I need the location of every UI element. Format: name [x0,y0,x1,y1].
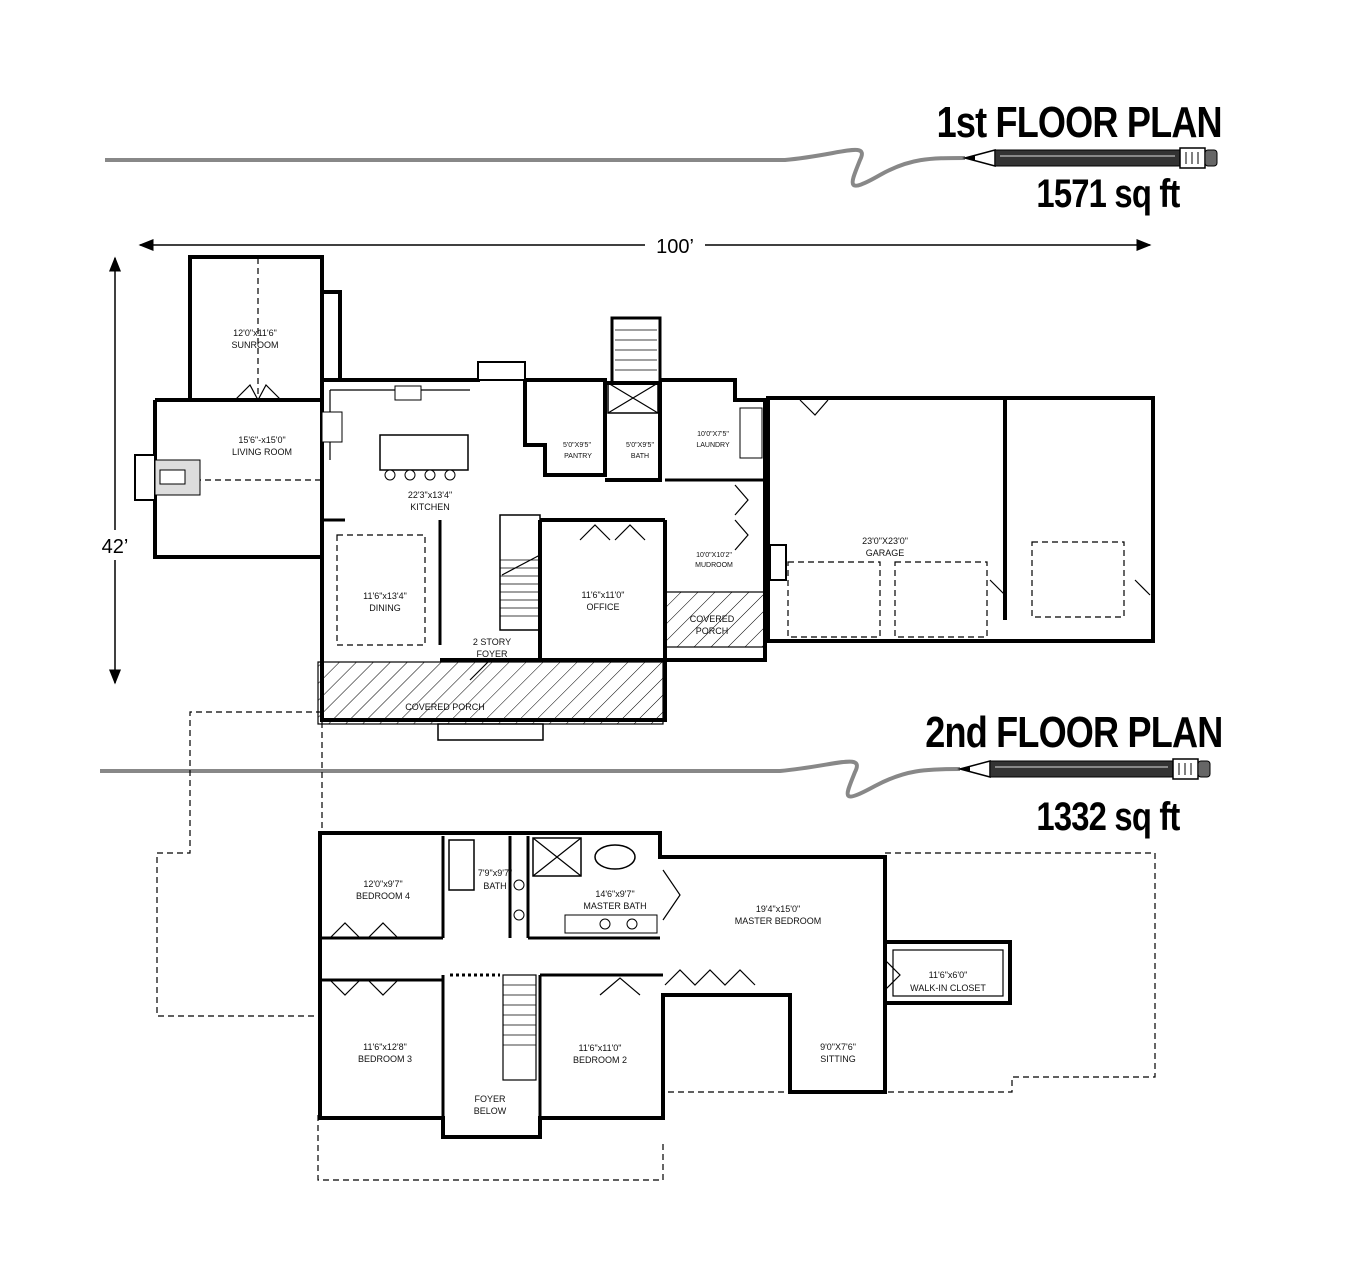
pencil-icon [100,758,1211,799]
width-dimension-label: 100’ [656,236,694,258]
second-floor-area: 1332 sq ft [1036,795,1181,839]
sunroom-size: 12'0"x11'6" [233,328,277,338]
dining-name: DINING [369,603,401,613]
bath2-size: 7'9"x9'7" [478,868,512,878]
sunroom-name: SUNROOM [232,340,279,350]
living-room-name: LIVING ROOM [232,447,292,457]
bedroom4-size: 12'0"x9'7" [363,879,402,889]
garage-name: GARAGE [866,548,905,558]
depth-dimension: 42’ [92,256,138,685]
second-floor-plan [156,711,1156,1181]
first-floor-labels: 12'0"x11'6" SUNROOM 15'6"-x15'0" LIVING … [232,328,908,712]
pantry-name: PANTRY [564,453,592,460]
closet-name: WALK-IN CLOSET [910,983,986,993]
master-bedroom-name: MASTER BEDROOM [735,916,822,926]
side-porch-line2: PORCH [696,626,729,636]
sitting-name: SITTING [820,1054,856,1064]
depth-dimension-label: 42’ [102,536,129,558]
master-bath-size: 14'6"x9'7" [595,889,634,899]
bedroom2-size: 11'6"x11'0" [578,1043,621,1053]
foyer-below-line2: BELOW [474,1106,507,1116]
laundry-name: LAUNDRY [696,442,730,449]
pencil-icon [105,147,1218,188]
first-floor-title: 1st FLOOR PLAN [936,98,1223,147]
mudroom-name: MUDROOM [695,562,733,569]
side-porch-line1: COVERED [690,614,735,624]
bedroom3-size: 11'6"x12'8" [363,1042,407,1052]
foyer-line2: FOYER [476,649,508,659]
foyer-below-line1: FOYER [474,1094,506,1104]
closet-size: 11'6"x6'0" [929,970,968,980]
sitting-size: 9'0"X7'6" [820,1042,856,1052]
foyer-line1: 2 STORY [473,637,511,647]
mudroom-size: 10'0"X10'2" [696,552,732,559]
bath-size: 5'0"X9'5" [626,442,654,449]
second-floor-labels: 12'0"x9'7" BEDROOM 4 7'9"x9'7" BATH 14'6… [356,868,986,1116]
bedroom2-name: BEDROOM 2 [573,1055,627,1065]
master-bedroom-size: 19'4"x15'0" [756,904,800,914]
front-porch-name: COVERED PORCH [405,702,485,712]
living-room-size: 15'6"-x15'0" [238,435,285,445]
laundry-size: 10'0"X7'5" [697,431,729,438]
office-size: 11'6"x11'0" [581,590,624,600]
dining-size: 11'6"x13'4" [363,591,407,601]
first-floor-area: 1571 sq ft [1036,172,1181,216]
bath-name: BATH [631,453,649,460]
master-bath-name: MASTER BATH [583,901,646,911]
bedroom4-name: BEDROOM 4 [356,891,410,901]
second-floor-title: 2nd FLOOR PLAN [924,708,1223,757]
kitchen-name: KITCHEN [410,502,450,512]
pantry-size: 5'0"X9'5" [563,442,591,449]
bedroom3-name: BEDROOM 3 [358,1054,412,1064]
first-floor-plan [134,255,1155,741]
kitchen-size: 22'3"x13'4" [408,490,452,500]
width-dimension: 100’ [138,232,1152,258]
garage-size: 23'0"X23'0" [862,536,908,546]
office-name: OFFICE [587,602,620,612]
bath2-name: BATH [483,881,506,891]
